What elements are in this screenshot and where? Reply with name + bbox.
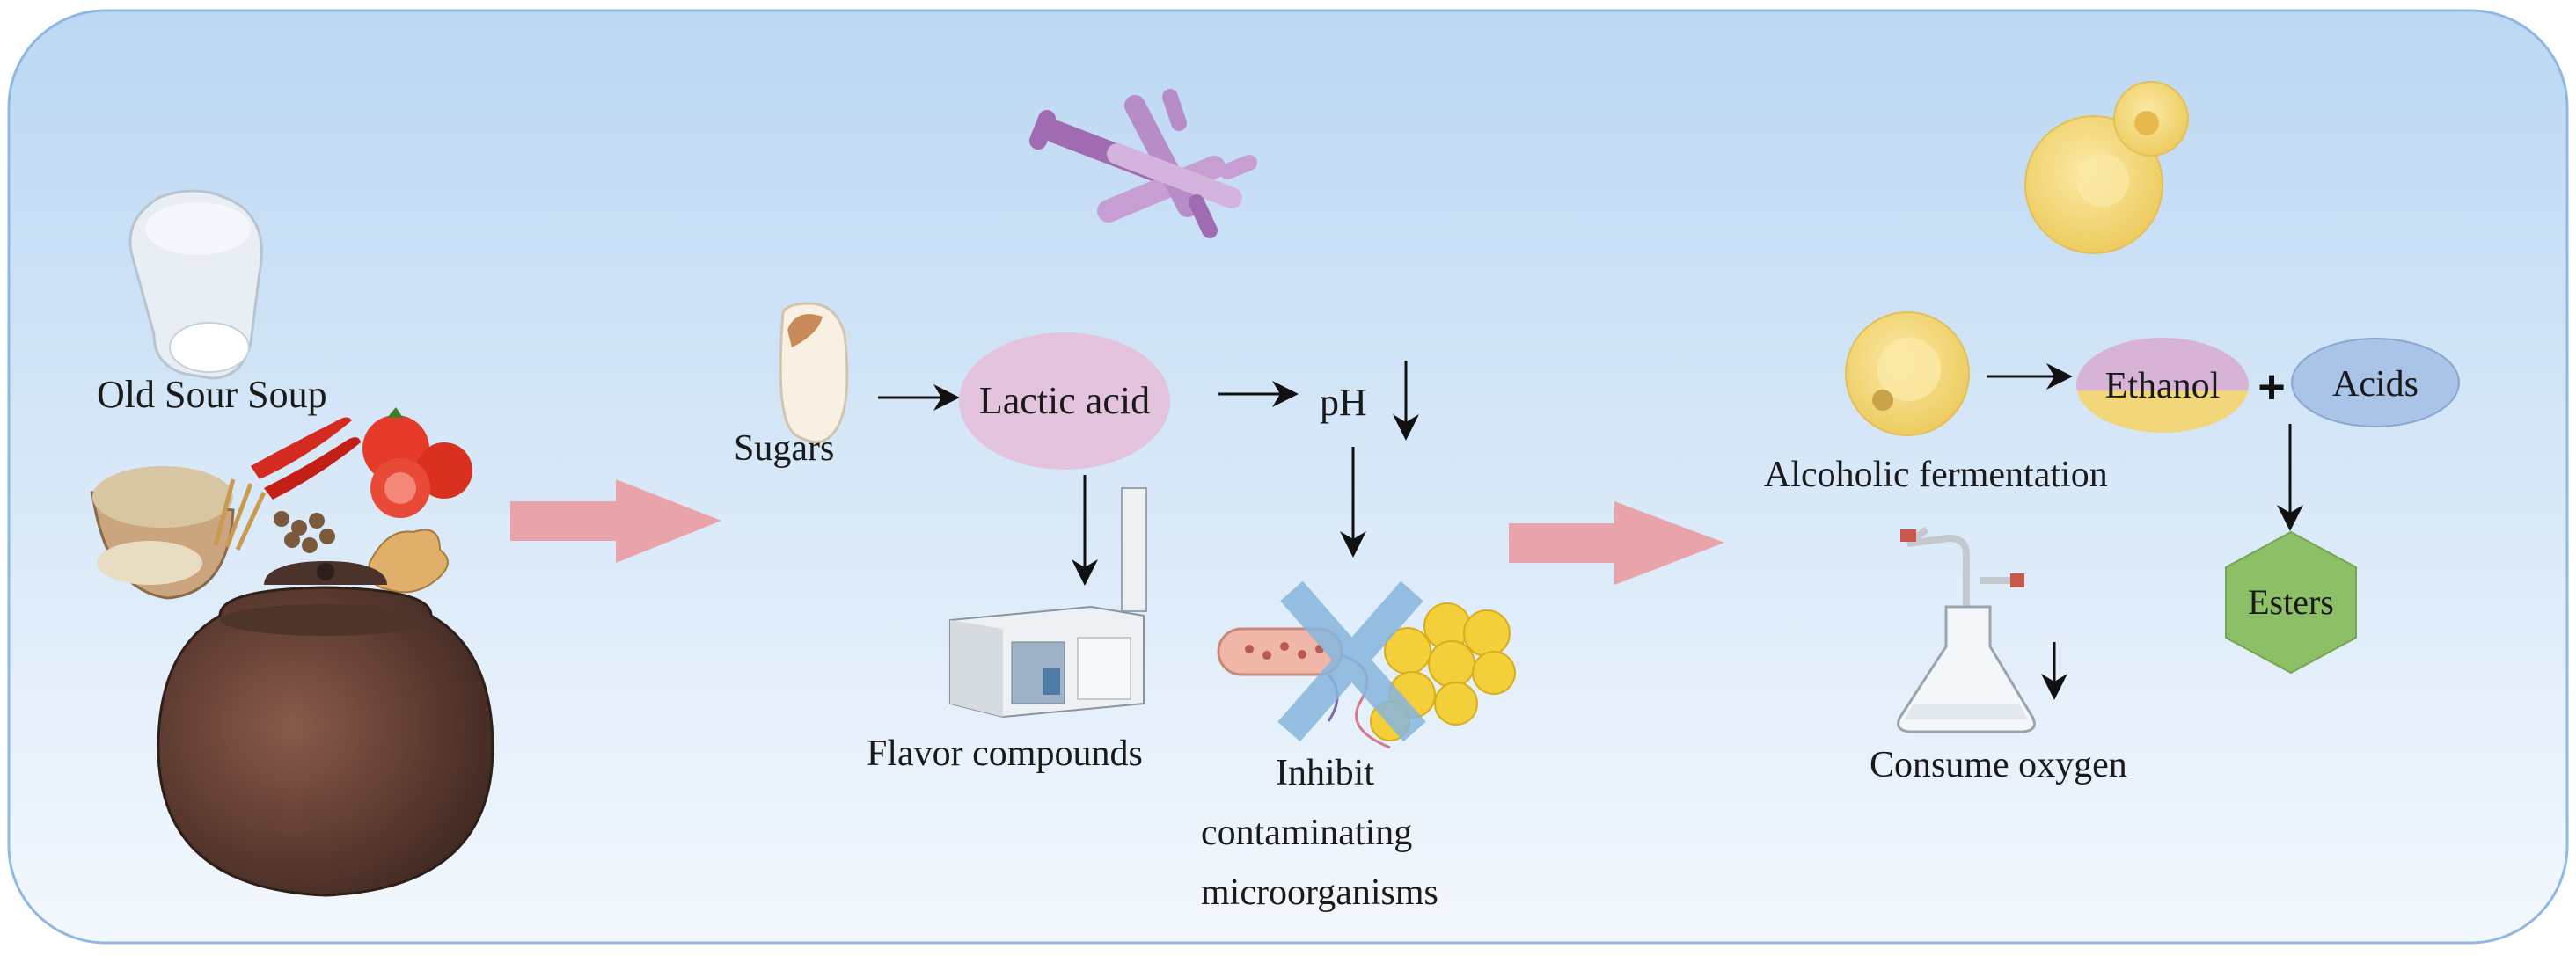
consume-oxygen-label: Consume oxygen	[1870, 745, 2127, 785]
inhibit-cross-icon	[1277, 580, 1426, 742]
flavor-compounds-label: Flavor compounds	[867, 733, 1143, 774]
salt-shaker-icon	[128, 189, 263, 380]
contaminant-cluster-icon	[1370, 602, 1516, 741]
inhibit-label-line3: microorganisms	[1201, 872, 1438, 913]
mass-spectrometer-icon	[949, 487, 1147, 719]
ingredients-icon	[91, 407, 472, 600]
plus-sign: +	[2258, 361, 2286, 413]
yeast-cell-icon	[1845, 311, 1970, 436]
inhibit-label-line1: Inhibit	[1276, 753, 1374, 793]
yeast-budding-icon	[2024, 81, 2189, 254]
inhibit-label-line2: contaminating	[1201, 813, 1412, 853]
erlenmeyer-flask-icon	[1897, 526, 2036, 733]
lactic-acid-label: Lactic acid	[979, 379, 1150, 422]
alcoholic-fermentation-label: Alcoholic fermentation	[1764, 455, 2108, 495]
esters-node	[2225, 530, 2357, 675]
old-sour-soup-label: Old Sour Soup	[97, 373, 327, 416]
ethanol-node	[2076, 338, 2249, 433]
esters-label: Esters	[2248, 582, 2334, 622]
ethanol-label: Ethanol	[2105, 366, 2221, 406]
acids-label: Acids	[2332, 364, 2419, 405]
process-arrow-1	[510, 479, 721, 563]
rice-grain-icon	[779, 302, 849, 443]
lactic-acid-bacteria-icon	[1029, 89, 1257, 238]
process-arrow-2	[1509, 501, 1724, 585]
ph-label: pH	[1320, 381, 1367, 424]
sugars-label: Sugars	[734, 428, 834, 469]
lactic-acid-node	[959, 332, 1170, 470]
acids-node	[2291, 338, 2460, 427]
clay-pot-icon	[157, 561, 494, 897]
